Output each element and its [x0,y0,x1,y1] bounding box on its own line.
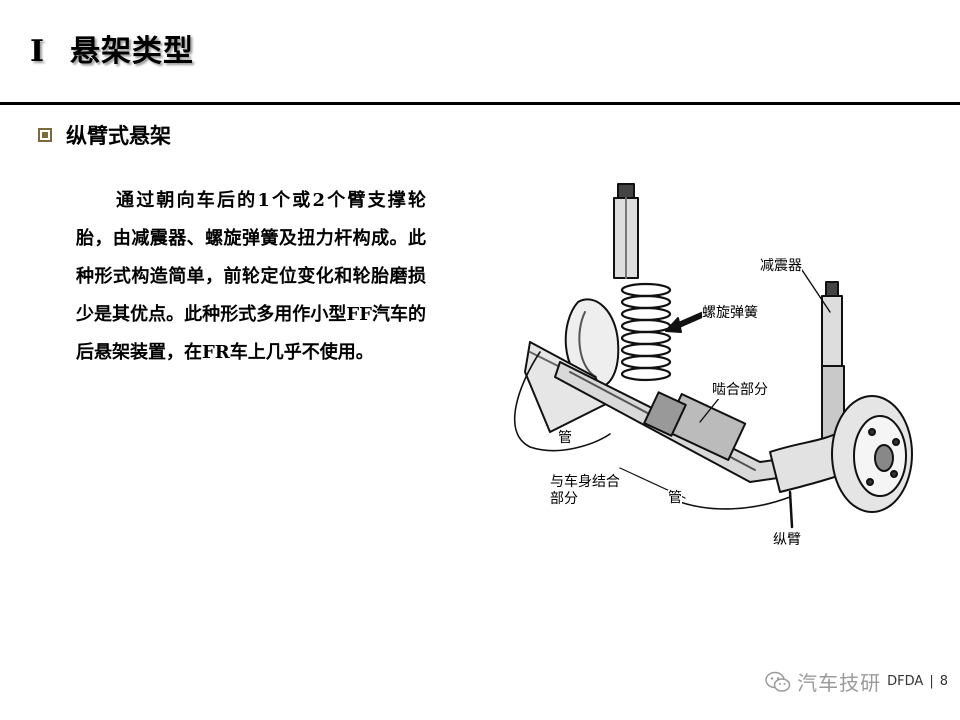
label-pipe-left: 管 [558,430,572,447]
footer: 汽车技研 DFDA | 8 [765,667,948,696]
label-shock-absorber: 减震器 [760,258,802,275]
account-name: 汽车技研 [797,671,882,695]
label-body-joint-line1: 与车身结合 [550,474,620,490]
suspension-diagram: 减震器 螺旋弹簧 啮合部分 管 与车身结合 部分 管 纵臂 [500,172,920,567]
label-coil-spring: 螺旋弹簧 [702,305,758,322]
section-heading: 纵臂式悬架 [38,120,171,150]
title-text: 悬架类型 [70,34,194,69]
label-mesh-part: 啮合部分 [712,382,768,399]
slide-title: Ⅰ 悬架类型 [30,26,194,70]
org-name: DFDA [887,674,924,689]
square-bullet-icon [38,128,52,142]
title-divider [0,102,960,105]
footer-separator: | [929,674,934,689]
suspension-illustration [514,183,913,529]
label-pipe-bottom: 管 [668,490,682,507]
label-trailing-arm: 纵臂 [773,532,801,549]
title-number: Ⅰ [30,34,46,69]
body-paragraph: 通过朝向车后的1个或2个臂支撑轮胎，由减震器、螺旋弹簧及扭力杆构成。此种形式构造… [76,190,426,363]
wechat-icon [765,671,791,692]
section-title: 纵臂式悬架 [66,123,171,148]
label-body-joint: 与车身结合 部分 [550,474,620,508]
page-number: 8 [939,674,948,689]
label-body-joint-line2: 部分 [550,491,578,507]
